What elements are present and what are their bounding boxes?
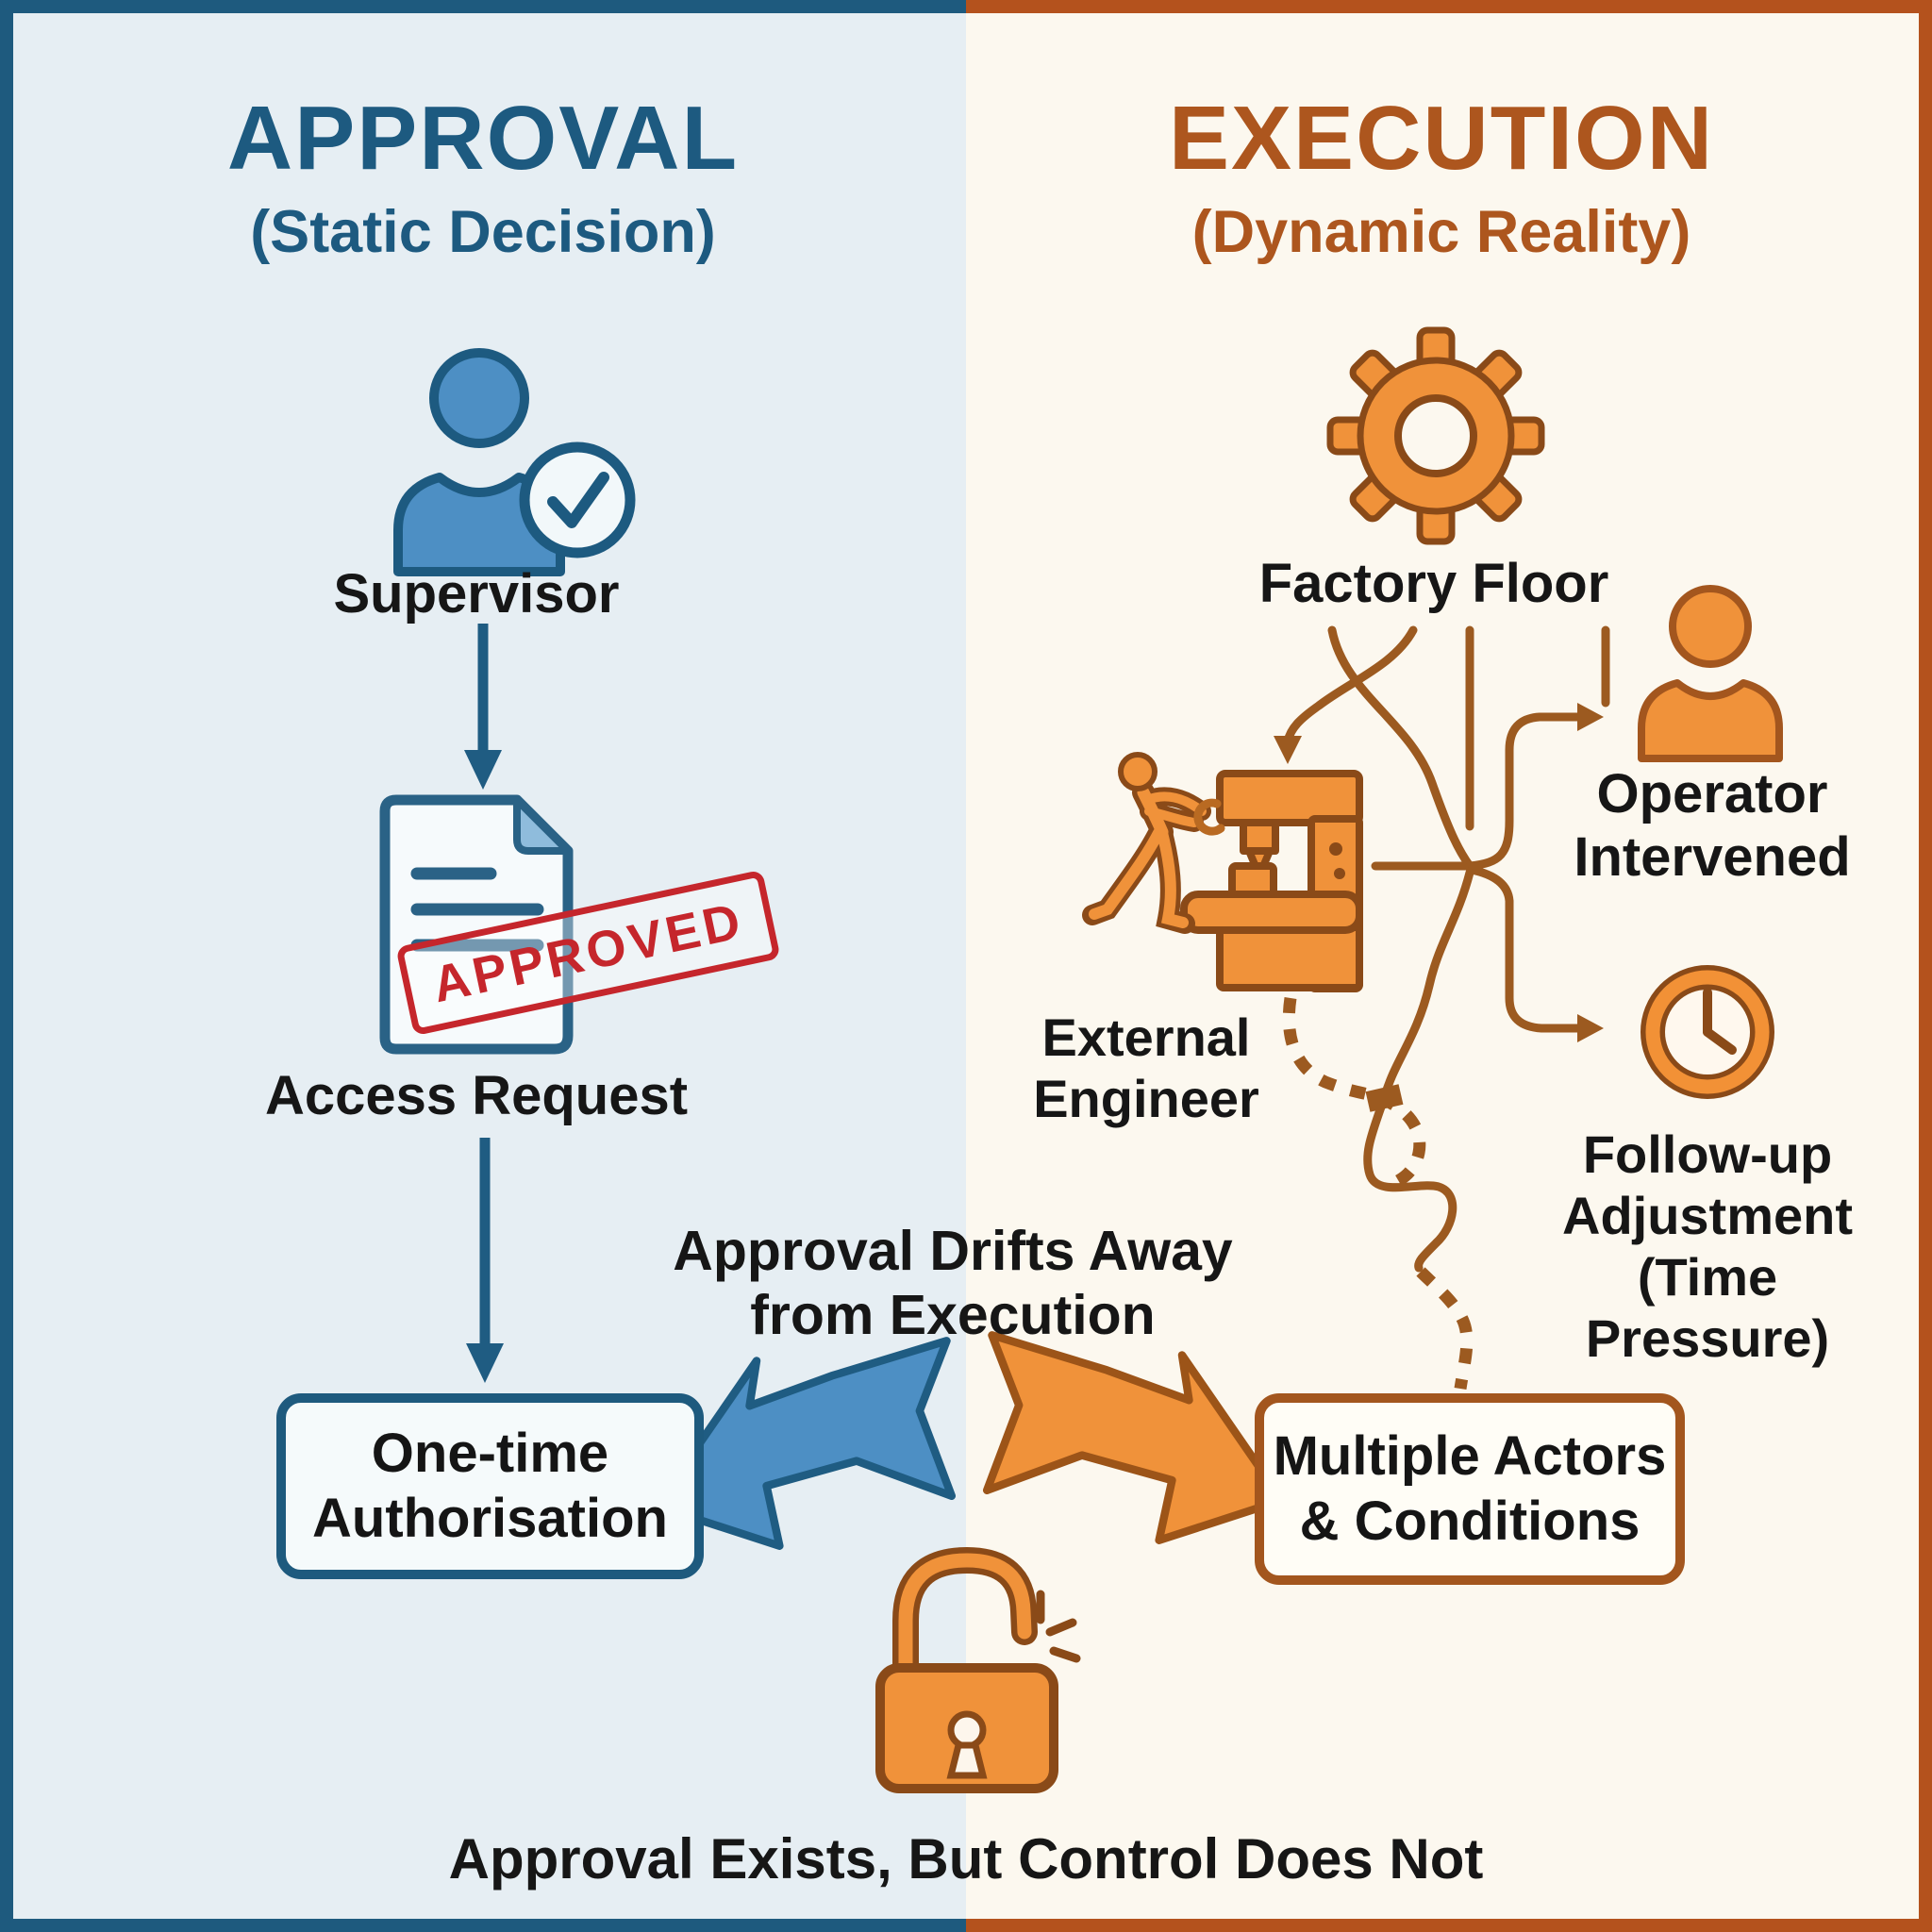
process-flow-lines [1274,625,1610,1390]
machine-icon [1180,770,1363,992]
orange-drift-arrow-icon [982,1331,1287,1544]
factory-floor-label: Factory Floor [1258,553,1609,614]
supervisor-label: Supervisor [333,563,620,625]
execution-title: EXECUTION [1168,88,1715,189]
frame-border-top-left [0,0,966,13]
one-time-authorisation-box: One-time Authorisation [276,1393,704,1579]
operator-intervened-label: Operator Intervened [1574,763,1851,889]
drift-text: Approval Drifts Away from Execution [673,1220,1233,1347]
gear-icon [1326,326,1545,545]
break-burst-icon [1036,1590,1081,1663]
frame-border-top-right [966,0,1932,13]
external-engineer-label: External Engineer [1033,1008,1259,1128]
open-padlock-icon [875,1546,1081,1793]
access-request-document-icon [379,794,574,1055]
frame-border-bottom-left [0,1919,966,1932]
frame-border-left [0,0,13,1932]
down-arrow-icon [466,1138,504,1383]
follow-up-adjustment-label: Follow-up Adjustment (Time Pressure) [1562,1124,1853,1368]
keyhole-icon [946,1710,988,1779]
arrowhead-to-clock [1577,1014,1604,1042]
document-text-lines [410,867,544,952]
approval-title: APPROVAL [226,88,740,189]
frame-border-right [1919,0,1932,1932]
external-engineer-machine-icon [1082,752,1363,992]
execution-panel [966,0,1932,1932]
engineer-person-icon [1082,752,1225,934]
clock-icon [1641,965,1774,1099]
wrench-icon [1193,798,1225,836]
blue-drift-arrow-icon [652,1337,957,1550]
supervisor-icon [393,348,636,576]
arrowhead-to-operator [1577,703,1604,731]
multiple-actors-box: Multiple Actors & Conditions [1255,1393,1685,1585]
caption: Approval Exists, But Control Does Not [448,1827,1484,1890]
execution-subtitle: (Dynamic Reality) [1191,199,1691,265]
operator-icon [1638,585,1783,762]
frame-border-bottom-right [966,1919,1932,1932]
arrowhead-to-machine [1274,736,1302,764]
access-request-label: Access Request [264,1065,689,1126]
checkmark-icon [519,441,636,558]
down-arrow-icon [464,624,502,790]
approval-subtitle: (Static Decision) [250,199,716,265]
